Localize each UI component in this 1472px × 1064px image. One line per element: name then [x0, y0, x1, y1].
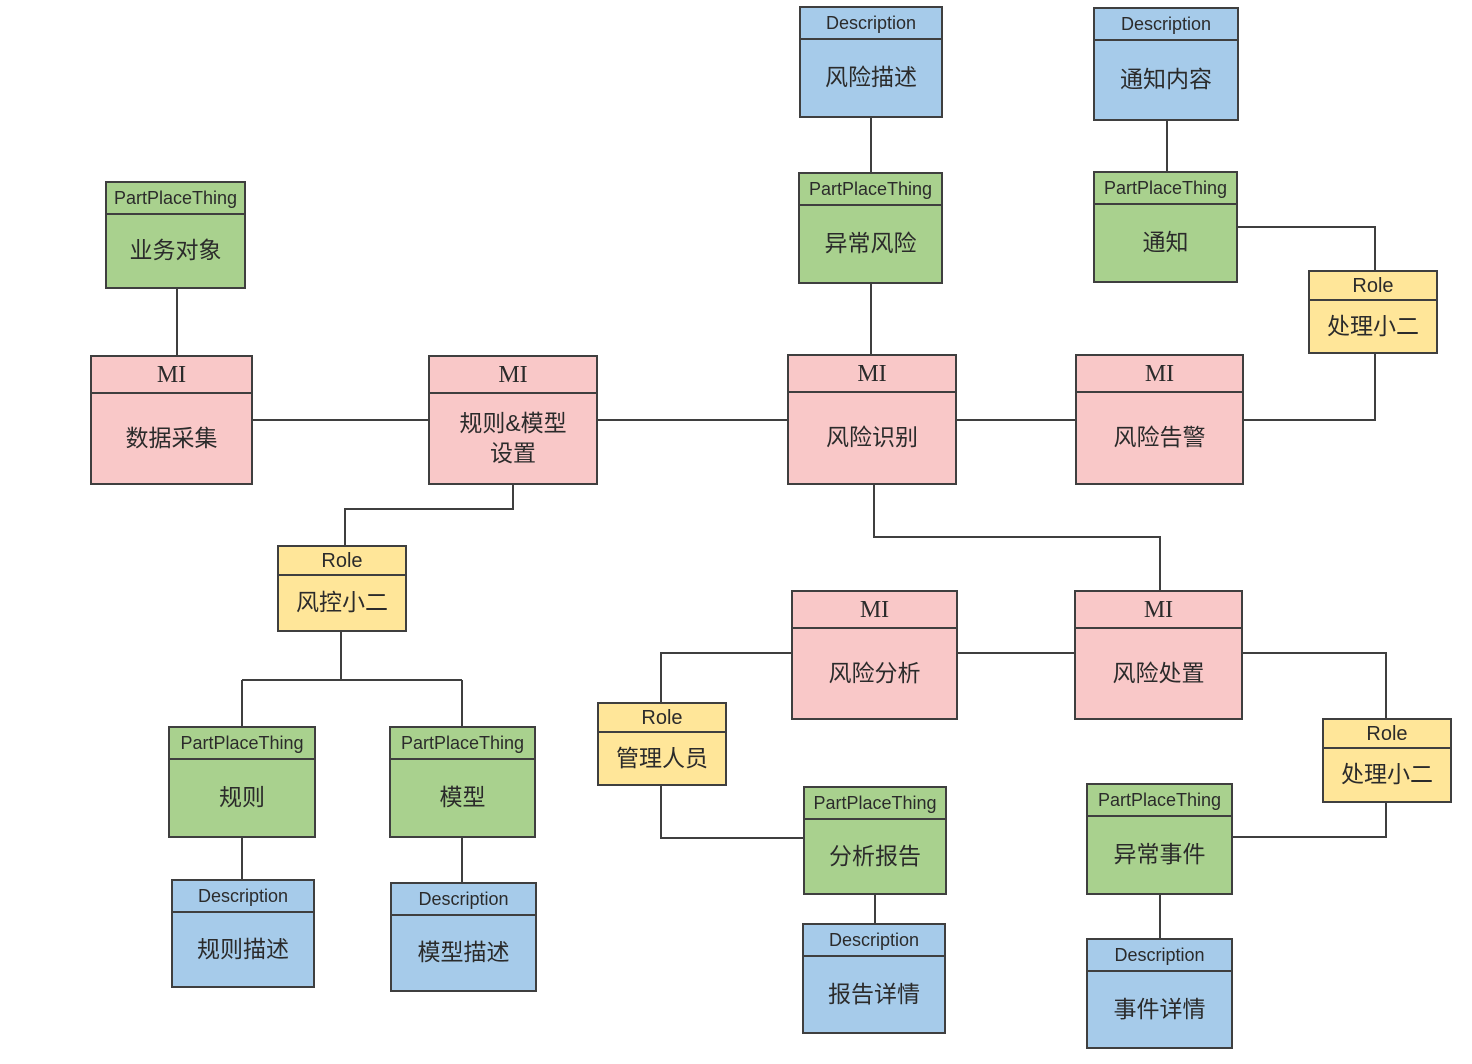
- node-type-label: PartPlaceThing: [1088, 785, 1231, 817]
- node-type-label: MI: [430, 357, 596, 394]
- node-desc-model[interactable]: Description 模型描述: [390, 882, 537, 992]
- node-type-label: PartPlaceThing: [1095, 173, 1236, 205]
- node-label: 通知: [1142, 229, 1189, 256]
- node-mi-rules[interactable]: MI 规则&模型 设置: [428, 355, 598, 485]
- node-desc-risk[interactable]: Description 风险描述: [799, 6, 943, 118]
- node-role-manager[interactable]: Role 管理人员: [597, 702, 727, 786]
- node-label: 规则描述: [197, 935, 289, 962]
- node-desc-notice[interactable]: Description 通知内容: [1093, 7, 1239, 121]
- node-type-label: MI: [1077, 356, 1242, 393]
- node-type-label: Description: [801, 8, 941, 40]
- node-type-label: MI: [92, 357, 251, 394]
- node-role-handler-bottom[interactable]: Role 处理小二: [1322, 718, 1452, 803]
- node-type-label: PartPlaceThing: [107, 183, 244, 215]
- node-label: 规则&模型 设置: [459, 409, 567, 466]
- node-mi-identify[interactable]: MI 风险识别: [787, 354, 957, 485]
- node-label: 处理小二: [1341, 761, 1433, 788]
- node-type-label: PartPlaceThing: [805, 788, 945, 820]
- node-type-label: Role: [599, 704, 725, 733]
- node-mi-analyze[interactable]: MI 风险分析: [791, 590, 958, 720]
- node-type-label: MI: [1076, 592, 1241, 629]
- node-type-label: PartPlaceThing: [800, 174, 941, 206]
- node-label: 处理小二: [1327, 312, 1419, 339]
- node-type-label: Description: [1095, 9, 1237, 41]
- node-label: 风控小二: [296, 589, 388, 616]
- node-type-label: Role: [1310, 272, 1436, 301]
- node-label: 规则: [219, 784, 265, 811]
- node-label: 模型: [439, 784, 486, 811]
- node-label: 模型描述: [417, 939, 510, 966]
- node-type-label: PartPlaceThing: [170, 728, 314, 760]
- node-ppt-rule[interactable]: PartPlaceThing 规则: [168, 726, 316, 838]
- node-label: 报告详情: [828, 980, 920, 1007]
- node-ppt-report[interactable]: PartPlaceThing 分析报告: [803, 786, 947, 895]
- node-label: 风险分析: [828, 659, 921, 686]
- node-label: 业务对象: [129, 237, 222, 264]
- node-label: 风险告警: [1113, 424, 1206, 451]
- node-ppt-abnormal-risk[interactable]: PartPlaceThing 异常风险: [798, 172, 943, 284]
- node-desc-rule[interactable]: Description 规则描述: [171, 879, 315, 988]
- node-ppt-model[interactable]: PartPlaceThing 模型: [389, 726, 536, 838]
- node-desc-event[interactable]: Description 事件详情: [1086, 938, 1233, 1049]
- node-label: 风险识别: [826, 424, 918, 451]
- node-label: 事件详情: [1113, 995, 1206, 1022]
- node-label: 异常事件: [1113, 841, 1206, 868]
- node-type-label: PartPlaceThing: [391, 728, 534, 760]
- node-type-label: Description: [173, 881, 313, 913]
- node-type-label: Description: [392, 884, 535, 916]
- node-type-label: Role: [1324, 720, 1450, 749]
- node-type-label: MI: [793, 592, 956, 629]
- node-desc-report[interactable]: Description 报告详情: [802, 923, 946, 1034]
- node-type-label: MI: [789, 356, 955, 393]
- node-type-label: Description: [804, 925, 944, 957]
- node-label: 风险处置: [1112, 659, 1205, 686]
- node-role-handler-top[interactable]: Role 处理小二: [1308, 270, 1438, 354]
- node-type-label: Description: [1088, 940, 1231, 972]
- node-label: 管理人员: [616, 744, 708, 771]
- node-ppt-notice[interactable]: PartPlaceThing 通知: [1093, 171, 1238, 283]
- node-mi-dispose[interactable]: MI 风险处置: [1074, 590, 1243, 720]
- node-label: 风险描述: [825, 64, 917, 91]
- node-ppt-event[interactable]: PartPlaceThing 异常事件: [1086, 783, 1233, 895]
- node-label: 通知内容: [1120, 66, 1212, 93]
- node-label: 异常风险: [824, 230, 917, 257]
- node-ppt-business[interactable]: PartPlaceThing 业务对象: [105, 181, 246, 289]
- node-label: 数据采集: [125, 424, 218, 451]
- node-type-label: Role: [279, 547, 405, 576]
- node-mi-alert[interactable]: MI 风险告警: [1075, 354, 1244, 485]
- node-mi-collect[interactable]: MI 数据采集: [90, 355, 253, 485]
- node-role-risk-ctrl[interactable]: Role 风控小二: [277, 545, 407, 632]
- node-label: 分析报告: [829, 842, 921, 869]
